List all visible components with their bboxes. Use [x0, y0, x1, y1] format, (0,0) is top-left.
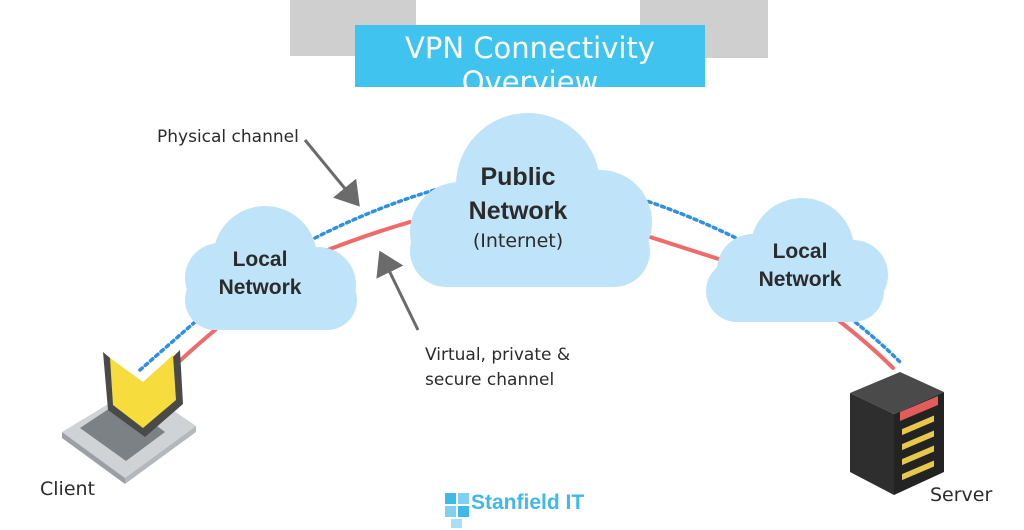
local-network-left-label: Local Network [205, 246, 315, 302]
virtual-channel-label-line: Virtual, private & [425, 345, 571, 365]
secure-channel-line [158, 220, 895, 382]
arrow-icon [376, 250, 420, 331]
server-icon [850, 372, 944, 495]
virtual-channel-label: Virtual, private & secure channel [425, 343, 570, 393]
title-line-2: Overview [461, 65, 599, 87]
title-banner: VPN Connectivity Overview [355, 25, 705, 87]
cloud-icon [706, 198, 888, 322]
logo-text: Stanfield IT [471, 491, 585, 514]
logo-icon [445, 493, 469, 528]
cloud-icon [185, 206, 357, 330]
cloud-label-line: Network [468, 197, 568, 225]
cloud-label-subtitle: (Internet) [472, 230, 564, 252]
cloud-label-line: Local [232, 248, 288, 271]
cloud-label-line: Network [758, 268, 842, 291]
physical-channel-label: Physical channel [157, 127, 299, 147]
arrow-icon [303, 139, 360, 207]
physical-channel-line [138, 185, 902, 372]
cloud-label-line: Network [218, 276, 302, 299]
title-line-1: VPN Connectivity [405, 31, 655, 65]
cloud-label-line: Public [480, 163, 556, 191]
virtual-channel-label-line: secure channel [425, 370, 555, 390]
cloud-icon [410, 113, 652, 287]
server-label: Server [930, 484, 993, 506]
local-network-right-label: Local Network [745, 238, 855, 294]
cloud-label-line: Local [772, 240, 828, 263]
public-network-label: Public Network (Internet) [448, 160, 588, 254]
client-label: Client [40, 478, 96, 500]
laptop-icon [62, 350, 196, 484]
